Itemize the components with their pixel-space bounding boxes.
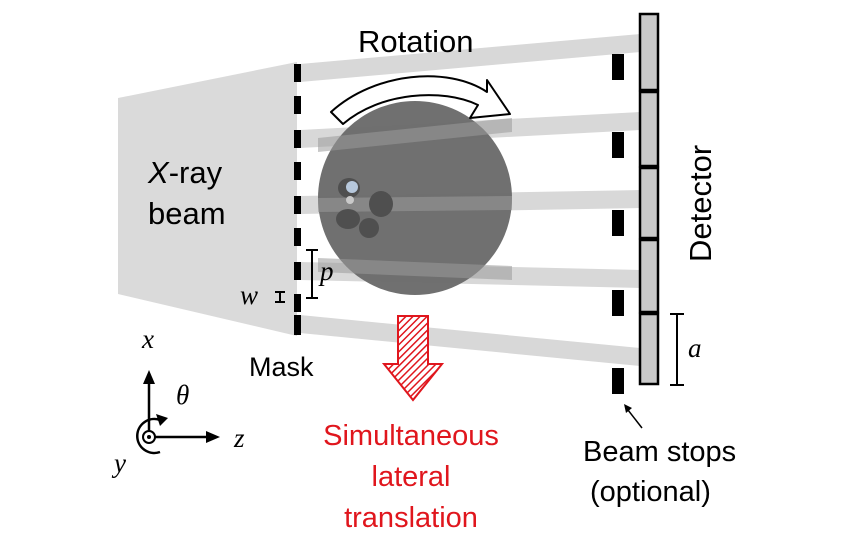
beam-stops-optional-label: (optional) [590,476,711,508]
detector-label: Detector [683,145,718,262]
beam-label: beam [148,196,226,231]
xray-beam [118,62,297,336]
y-symbol: y [111,448,126,478]
bubble [346,181,358,193]
sample [318,101,512,295]
translation-label-3: translation [344,502,478,534]
mask-label: Mask [249,352,314,382]
bubble [346,196,354,204]
rotation-arrow [330,75,511,125]
beam-stops [612,54,624,394]
dimension-p [306,249,318,299]
xray-label: X-ray [147,155,223,190]
theta-rotation-arc [136,417,161,455]
translation-label-2: lateral [372,461,451,493]
beamlet-5 [300,315,640,366]
beam-stops-pointer [624,404,643,429]
inclusion [369,191,393,217]
inclusion [359,218,379,238]
p-symbol: p [318,256,334,286]
beamlet-1 [300,34,640,82]
translation-arrow [381,315,445,402]
inclusion [336,209,360,229]
w-symbol: w [240,280,258,310]
detector [638,12,660,386]
coordinate-axes [136,370,220,455]
beam-stops-label: Beam stops [583,436,736,468]
theta-symbol: θ [176,380,189,410]
dimension-a [670,313,684,386]
z-symbol: z [233,423,245,453]
translation-label-1: Simultaneous [323,420,499,452]
mask [294,64,301,335]
a-symbol: a [688,333,702,363]
x-symbol: x [141,324,154,354]
dimension-w [275,291,285,303]
rotation-label: Rotation [358,24,473,59]
